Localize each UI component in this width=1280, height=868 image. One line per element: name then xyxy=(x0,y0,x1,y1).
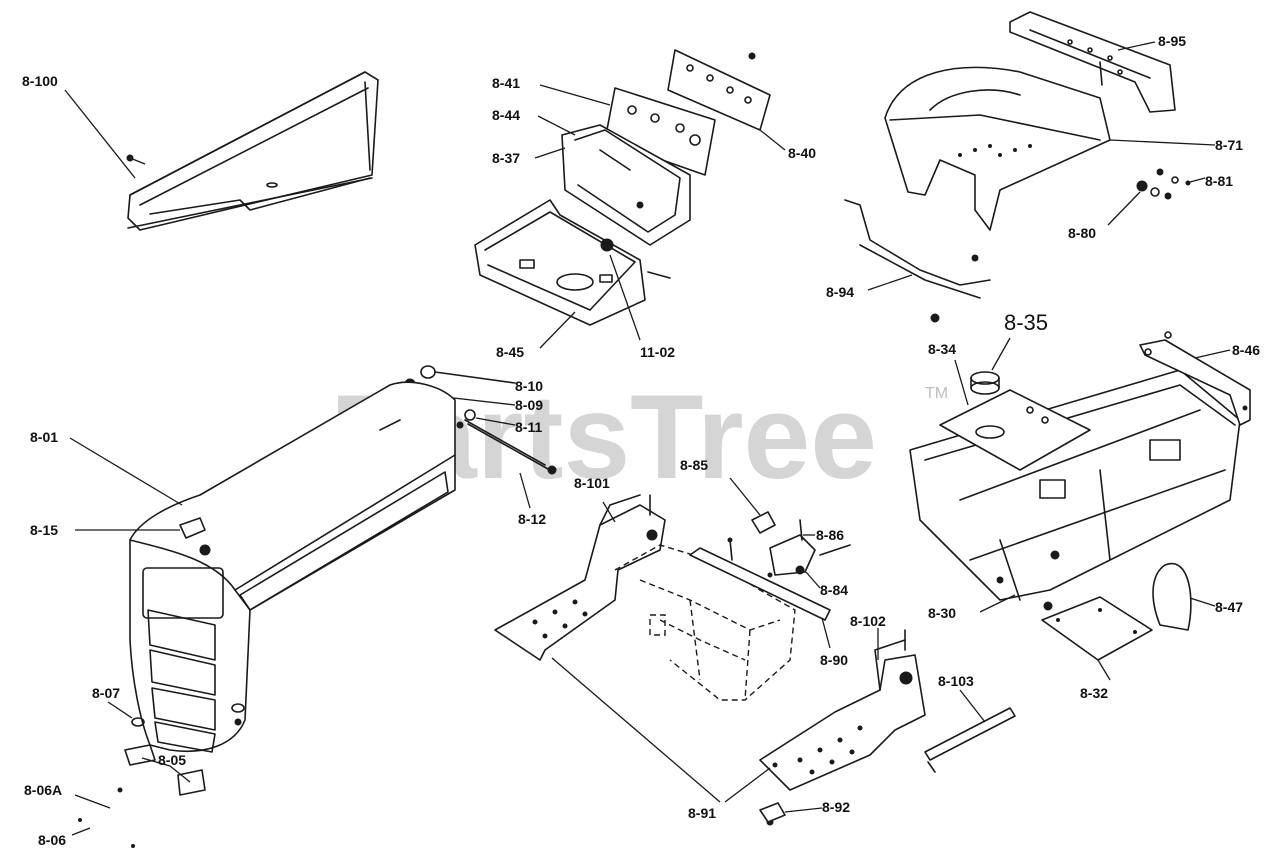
part-8-95-bracket xyxy=(1009,11,1176,113)
part-8-32-plate xyxy=(1041,596,1153,681)
callout-8-07: 8-07 xyxy=(92,685,120,701)
callout-8-86: 8-86 xyxy=(816,527,844,543)
part-8-15-latch xyxy=(75,517,211,556)
callout-8-15: 8-15 xyxy=(30,522,58,538)
part-8-102-footrest xyxy=(759,628,926,791)
callout-8-30: 8-30 xyxy=(928,605,956,621)
part-8-47-cover xyxy=(1152,562,1216,631)
callout-8-91: 8-91 xyxy=(688,805,716,821)
part-8-05-8-07-hardware xyxy=(71,701,206,848)
part-8-90-bar xyxy=(689,537,831,649)
part-8-41-plate xyxy=(539,84,716,176)
part-8-30-frame xyxy=(909,369,1241,613)
callout-8-100: 8-100 xyxy=(22,73,58,89)
callout-8-95: 8-95 xyxy=(1158,33,1186,49)
part-8-85-clip xyxy=(729,477,776,534)
callout-11-02: 11-02 xyxy=(640,344,675,360)
watermark-trademark: TM xyxy=(925,385,948,402)
callout-8-84: 8-84 xyxy=(820,582,848,598)
part-8-103-rail xyxy=(924,689,1016,773)
callout-8-71: 8-71 xyxy=(1215,137,1243,153)
callout-8-103: 8-103 xyxy=(938,673,974,689)
part-8-01-hood xyxy=(69,381,456,753)
callout-8-92: 8-92 xyxy=(822,799,850,815)
callout-8-32: 8-32 xyxy=(1080,685,1108,701)
part-8-80-8-81-hardware xyxy=(1107,168,1206,226)
callout-8-05: 8-05 xyxy=(158,752,186,768)
callout-8-01: 8-01 xyxy=(30,429,58,445)
callout-8-10: 8-10 xyxy=(515,378,543,394)
part-8-45-tray xyxy=(474,199,671,349)
callout-8-47: 8-47 xyxy=(1215,599,1243,615)
callout-8-101: 8-101 xyxy=(574,475,610,491)
callout-8-40: 8-40 xyxy=(788,145,816,161)
callout-8-85: 8-85 xyxy=(680,457,708,473)
callout-8-81: 8-81 xyxy=(1205,173,1233,189)
part-8-37-dash-box xyxy=(534,115,691,246)
callout-8-94: 8-94 xyxy=(826,284,854,300)
part-8-40-plate xyxy=(667,49,786,151)
callout-8-45: 8-45 xyxy=(496,344,524,360)
callout-8-09: 8-09 xyxy=(515,397,543,413)
part-8-84-8-86-bracket xyxy=(769,519,851,589)
callout-8-06A: 8-06A xyxy=(24,782,62,798)
callout-8-35: 8-35 xyxy=(1004,310,1048,335)
callout-8-41: 8-41 xyxy=(492,75,520,91)
part-8-100-brace xyxy=(64,71,379,231)
callout-8-46: 8-46 xyxy=(1232,342,1260,358)
part-8-71-fender xyxy=(884,66,1216,231)
callout-8-102: 8-102 xyxy=(850,613,886,629)
part-housing-dashed xyxy=(614,544,796,701)
callout-8-37: 8-37 xyxy=(492,150,520,166)
part-8-91-8-92-hardware xyxy=(551,657,823,826)
callout-8-80: 8-80 xyxy=(1068,225,1096,241)
part-8-101-footrest xyxy=(494,494,666,661)
part-8-35-cap xyxy=(970,337,1011,395)
callout-8-11: 8-11 xyxy=(515,419,542,435)
callout-8-44: 8-44 xyxy=(492,107,520,123)
part-8-34-plate xyxy=(939,359,1091,471)
callout-8-12: 8-12 xyxy=(518,511,546,527)
part-8-94-flap xyxy=(844,199,991,323)
callout-8-34: 8-34 xyxy=(928,341,956,357)
part-8-46-bracket xyxy=(1139,331,1251,426)
callout-8-06: 8-06 xyxy=(38,832,66,848)
callout-8-90: 8-90 xyxy=(820,652,848,668)
